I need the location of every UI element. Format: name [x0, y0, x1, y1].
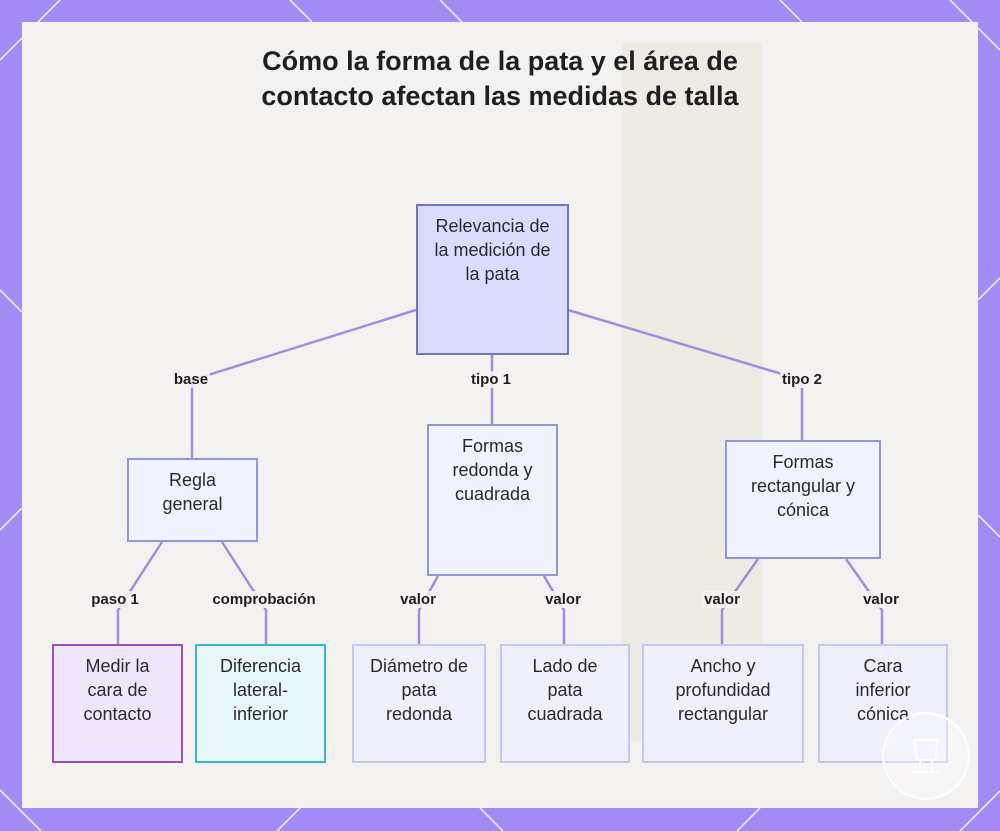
logo-badge	[882, 712, 970, 800]
edge-label-valor-conical: valor	[861, 591, 901, 608]
edge-label-comprobacion: comprobación	[210, 591, 318, 608]
edge-label-valor-rect: valor	[702, 591, 742, 608]
node-root: Relevancia de la medición de la pata	[416, 204, 569, 355]
edge-valor-round	[417, 575, 440, 644]
edge-comprobacion	[220, 541, 268, 644]
node-measure-contact: Medir la cara de contacto	[52, 644, 183, 763]
node-square-side: Lado de pata cuadrada	[500, 644, 630, 763]
node-rect-width-depth: Ancho y profundidad rectangular	[642, 644, 804, 763]
edge-label-valor-square: valor	[543, 591, 583, 608]
background-panel	[622, 42, 762, 742]
edge-tipo2	[567, 308, 804, 440]
edge-valor-conical	[844, 558, 884, 644]
node-round-square: Formas redonda y cuadrada	[427, 424, 558, 576]
edge-valor-rect	[720, 558, 760, 644]
node-lateral-diff: Diferencia lateral-inferior	[195, 644, 326, 763]
edge-base	[190, 308, 417, 458]
edge-label-tipo2: tipo 2	[780, 371, 824, 388]
node-general: Regla general	[127, 458, 258, 542]
cup-icon	[912, 739, 940, 773]
edge-valor-square	[542, 575, 566, 644]
edge-label-tipo1: tipo 1	[469, 371, 513, 388]
edge-label-paso1: paso 1	[89, 591, 141, 608]
edge-paso1	[116, 541, 164, 644]
node-rect-conical: Formas rectangular y cónica	[725, 440, 881, 559]
edge-label-base: base	[171, 371, 211, 388]
edge-label-valor-round: valor	[398, 591, 438, 608]
diagram-title: Cómo la forma de la pata y el área de co…	[261, 46, 739, 111]
node-round-diameter: Diámetro de pata redonda	[352, 644, 486, 763]
